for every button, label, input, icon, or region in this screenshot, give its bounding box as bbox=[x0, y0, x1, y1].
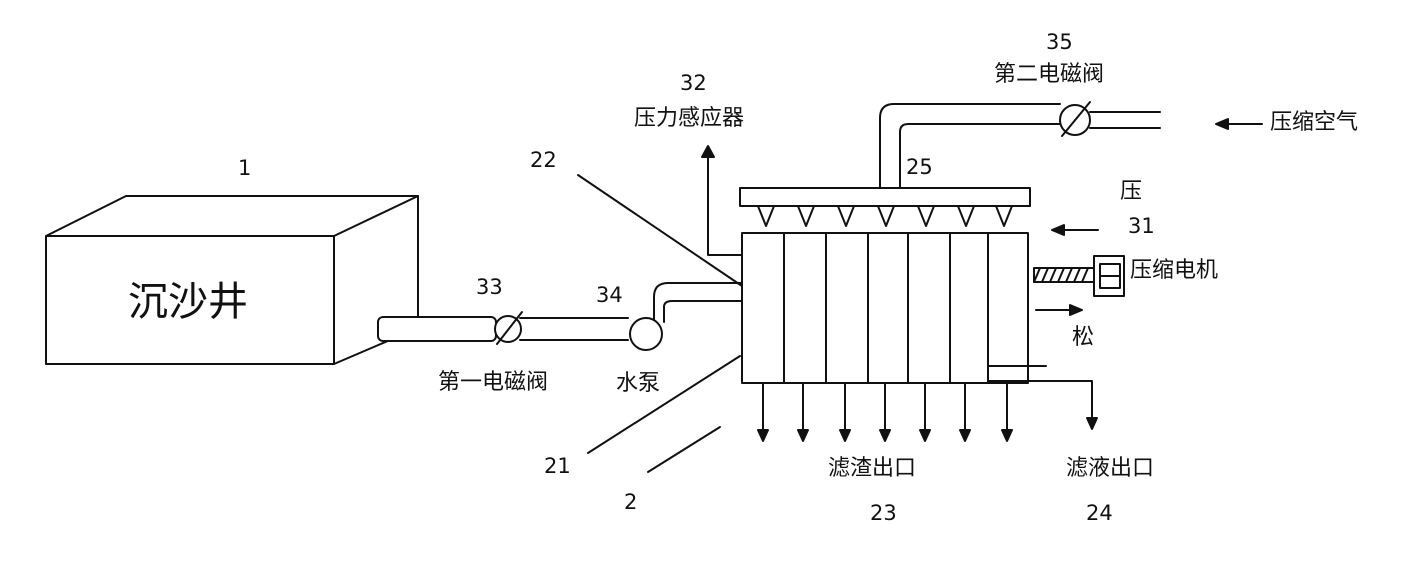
label-23: 23 bbox=[870, 501, 897, 525]
leader-line-2 bbox=[647, 426, 721, 473]
residue-outlet-label: 滤渣出口 bbox=[828, 456, 917, 481]
pressure-sensor-label: 压力感应器 bbox=[634, 106, 745, 131]
label-31: 31 bbox=[1128, 214, 1155, 238]
second-solenoid-valve-label: 第二电磁阀 bbox=[994, 62, 1105, 87]
water-pump-label: 水泵 bbox=[616, 371, 661, 396]
press-arrow bbox=[1051, 224, 1099, 236]
label-25: 25 bbox=[906, 155, 933, 179]
filter-press-body bbox=[741, 232, 1047, 384]
first-solenoid-valve-label: 第一电磁阀 bbox=[438, 370, 549, 395]
label-34: 34 bbox=[596, 283, 623, 307]
label-24: 24 bbox=[1086, 501, 1113, 525]
sand-well-box bbox=[45, 195, 419, 365]
second-solenoid-valve-symbol bbox=[1059, 101, 1091, 137]
filtrate-outlet-arrow bbox=[1045, 380, 1098, 430]
label-21: 21 bbox=[544, 454, 571, 478]
filtrate-outlet-label: 滤液出口 bbox=[1066, 456, 1155, 481]
label-33: 33 bbox=[476, 275, 503, 299]
compression-screw bbox=[1033, 267, 1095, 283]
compressed-air-pipe bbox=[879, 103, 1161, 189]
sand-well-label: 沉沙井 bbox=[128, 279, 248, 325]
compression-motor-symbol bbox=[1093, 255, 1125, 297]
press-label: 压 bbox=[1120, 179, 1143, 204]
label-22: 22 bbox=[530, 148, 557, 172]
loosen-arrow bbox=[1035, 304, 1083, 316]
label-35: 35 bbox=[1046, 30, 1073, 54]
air-manifold bbox=[739, 187, 1031, 227]
water-pump-symbol bbox=[629, 282, 743, 351]
residue-outlet-arrows bbox=[757, 382, 1013, 442]
compression-motor-label: 压缩电机 bbox=[1130, 258, 1219, 283]
compressed-air-label: 压缩空气 bbox=[1270, 110, 1359, 135]
leader-line-21 bbox=[587, 355, 741, 454]
loosen-label: 松 bbox=[1072, 325, 1095, 350]
first-solenoid-valve-symbol bbox=[494, 311, 523, 345]
label-32: 32 bbox=[680, 71, 707, 95]
leader-line-22 bbox=[577, 174, 743, 287]
label-1: 1 bbox=[238, 156, 252, 180]
compressed-air-arrow bbox=[1215, 118, 1263, 130]
label-2: 2 bbox=[624, 490, 638, 514]
